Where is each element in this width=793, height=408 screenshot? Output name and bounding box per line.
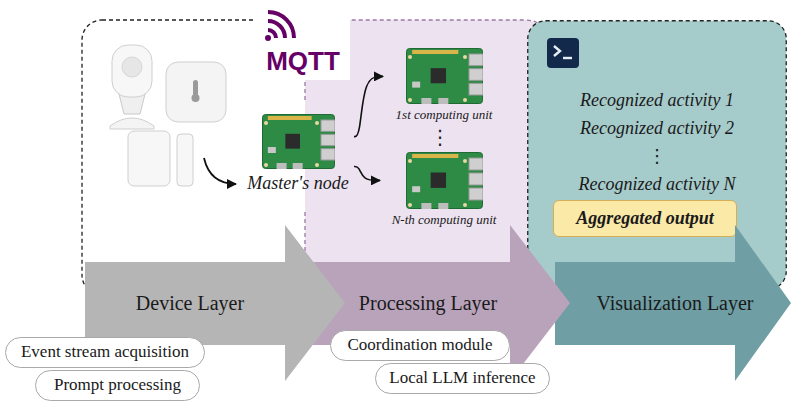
pi-hole xyxy=(408,159,412,163)
computing-unit: 1st computing unit xyxy=(385,46,503,126)
protocol-logo-text: MQTT xyxy=(256,46,350,76)
pi-chip xyxy=(430,173,445,188)
pi-part xyxy=(412,186,420,192)
pi-hole xyxy=(408,203,412,207)
node-text: ⋮ xyxy=(527,142,787,170)
temperature-sensor xyxy=(166,62,226,122)
node-text: Recognized activity 2 xyxy=(527,114,787,142)
sensor-arrow xyxy=(204,158,236,184)
pi-part xyxy=(421,98,431,104)
aggregated-output-box: Aggregated output xyxy=(553,200,737,237)
pi-part xyxy=(438,98,448,104)
pi-port xyxy=(469,83,483,95)
ellipsis-mark: ⋮ xyxy=(425,126,455,148)
motion-sensor xyxy=(112,45,152,97)
pi-hole xyxy=(463,98,467,102)
pi-board xyxy=(262,115,334,169)
pi-port xyxy=(469,158,483,170)
pi-port xyxy=(469,69,483,81)
node-text: Event stream acquisition xyxy=(21,342,189,362)
function-pill: Local LLM inference xyxy=(375,363,550,394)
pi-hole xyxy=(264,121,268,125)
function-pill: Event stream acquisition xyxy=(5,337,205,368)
pi-hole xyxy=(408,55,412,59)
computing-unit: N-th computing unit xyxy=(382,150,506,230)
mqtt-icon xyxy=(268,21,285,38)
pi-hole xyxy=(264,163,268,167)
node-text: Visualization Layer xyxy=(596,291,753,315)
pi-hole xyxy=(408,98,412,102)
motion-sensor xyxy=(122,57,142,77)
node-text: 1st computing unit xyxy=(396,106,493,123)
node-text: Recognized activity 1 xyxy=(527,86,787,114)
pi-chip xyxy=(430,68,445,83)
pi-port xyxy=(469,188,483,200)
terminal-icon xyxy=(554,46,560,56)
connector-arrow xyxy=(354,167,380,181)
pi-pins xyxy=(267,116,311,120)
node-text: Local LLM inference xyxy=(389,368,535,388)
terminal-icon xyxy=(563,57,572,59)
processing-region-border xyxy=(304,212,305,252)
node-text: Coordination module xyxy=(348,335,493,355)
node-text: Recognized activity N xyxy=(527,170,787,198)
function-pill: Prompt processing xyxy=(35,370,200,401)
node-text: Prompt processing xyxy=(54,375,181,395)
pi-pins xyxy=(412,50,458,54)
pi-part xyxy=(438,203,448,209)
mqtt-icon xyxy=(265,35,271,41)
raspberry-pi-board xyxy=(406,48,483,104)
raspberry-pi-board xyxy=(262,114,335,169)
pi-port xyxy=(321,134,335,145)
pi-port xyxy=(321,149,335,160)
node-text: N-th computing unit xyxy=(392,211,497,228)
pi-hole xyxy=(463,159,467,163)
node-text: Aggregated output xyxy=(576,208,714,230)
raspberry-pi-board xyxy=(406,152,483,209)
pi-part xyxy=(276,163,286,169)
node-text: Processing Layer xyxy=(359,291,497,315)
pi-hole xyxy=(315,163,319,167)
pi-hole xyxy=(463,55,467,59)
pi-board xyxy=(406,49,482,104)
pi-part xyxy=(267,147,275,153)
terminal-icon xyxy=(547,38,579,68)
pi-part xyxy=(421,203,431,209)
pi-hole xyxy=(315,121,319,125)
logo-ground xyxy=(256,0,350,80)
pi-chip xyxy=(285,134,300,149)
function-pill: Coordination module xyxy=(330,330,510,361)
door-sensor xyxy=(128,131,170,186)
pi-port xyxy=(469,54,483,66)
node-text: Master's node xyxy=(247,172,348,194)
pi-hole xyxy=(463,203,467,207)
temperature-sensor xyxy=(192,94,200,102)
node-text: Device Layer xyxy=(136,291,244,315)
connector-arrow xyxy=(354,76,383,136)
pi-port xyxy=(321,120,335,131)
layer-arrow: Visualization Layer xyxy=(555,225,791,381)
motion-sensor xyxy=(110,118,154,129)
temperature-sensor xyxy=(193,80,198,96)
layer-arrow-body xyxy=(555,225,791,381)
pi-port xyxy=(469,173,483,185)
pi-pins xyxy=(412,154,458,158)
door-sensor xyxy=(177,134,193,186)
pi-part xyxy=(412,82,420,88)
mqtt-icon xyxy=(268,12,294,38)
master-node: Master's node xyxy=(243,112,353,200)
pi-board xyxy=(406,153,482,209)
pi-part xyxy=(292,163,302,169)
